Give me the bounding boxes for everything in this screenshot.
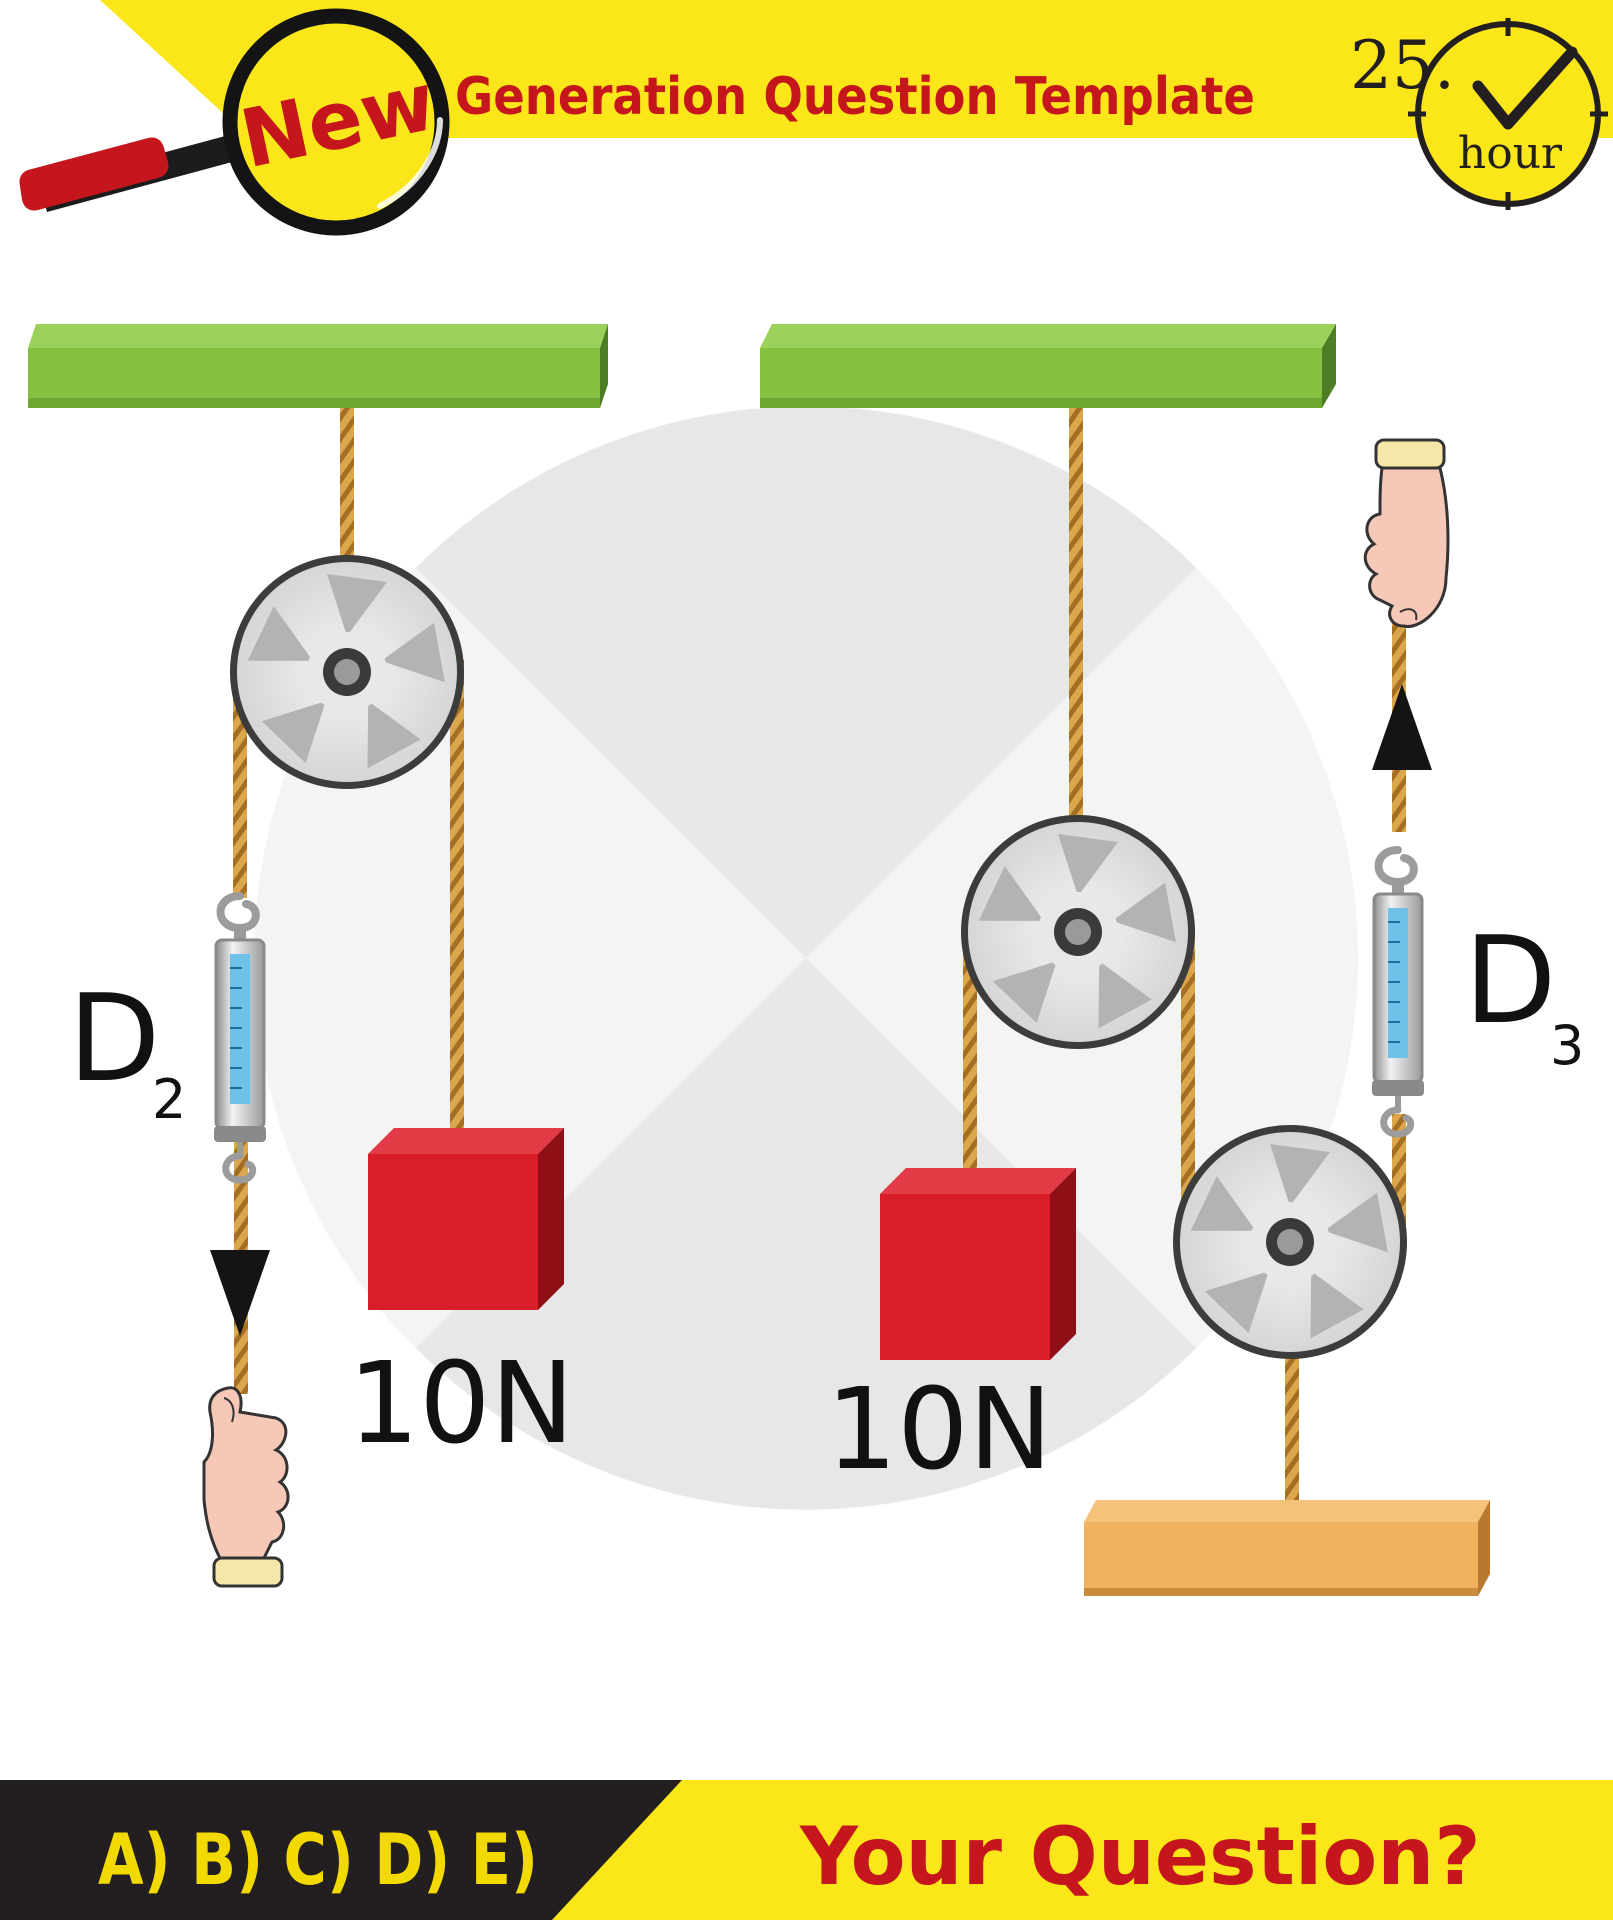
- left-scale-subscript: 2: [152, 1068, 186, 1131]
- left-scale-label: D: [68, 970, 160, 1109]
- right-spring-scale: [1372, 850, 1424, 1134]
- left-spring-scale: [214, 896, 266, 1180]
- answer-choices: A) B) C) D) E): [98, 1819, 538, 1901]
- right-scale-subscript: 3: [1550, 1014, 1584, 1077]
- clock-unit: hour: [1458, 128, 1563, 179]
- right-hand-icon: [1363, 438, 1450, 628]
- right-weight-block: [880, 1168, 1076, 1360]
- question-placeholder: Your Question?: [799, 1810, 1481, 1903]
- right-up-arrow-icon: [1372, 684, 1432, 770]
- right-ceiling: [760, 324, 1336, 408]
- right-scale-label: D: [1464, 912, 1556, 1051]
- clock-number: 25.: [1350, 27, 1455, 104]
- header-banner: [100, 0, 1613, 138]
- left-ceiling: [28, 324, 608, 408]
- lower-right-pulley: [1173, 1125, 1407, 1359]
- template-title: Generation Question Template: [455, 67, 1255, 127]
- right-weight-label: 10N: [826, 1365, 1052, 1495]
- left-weight-label: 10N: [348, 1339, 574, 1469]
- clock-icon: [1408, 18, 1608, 210]
- left-weight-block: [368, 1128, 564, 1310]
- left-hand-icon: [202, 1386, 290, 1588]
- magnifier-icon: [19, 8, 450, 236]
- floor-board: [1084, 1500, 1490, 1596]
- footer-banner: [0, 1780, 1613, 1920]
- left-pulley: [230, 555, 464, 789]
- upper-right-pulley: [961, 815, 1195, 1049]
- left-down-arrow-icon: [210, 1250, 270, 1336]
